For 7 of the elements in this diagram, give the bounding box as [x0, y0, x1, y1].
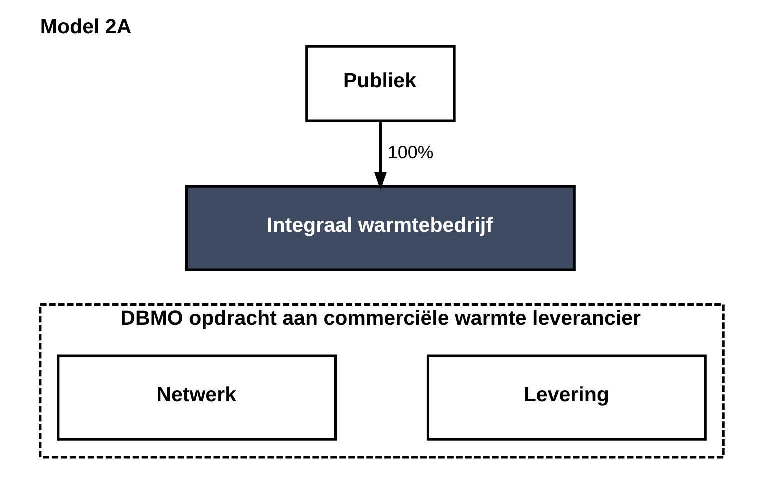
node-box: Publiek: [305, 45, 456, 122]
node-box: Levering: [426, 354, 706, 441]
node-box: Netwerk: [56, 354, 337, 441]
arrow: [374, 121, 387, 190]
edge-label: 100%: [387, 142, 434, 163]
node-box: Integraal warmtebedrijf: [185, 185, 576, 272]
diagram-title: Model 2A: [40, 15, 132, 38]
